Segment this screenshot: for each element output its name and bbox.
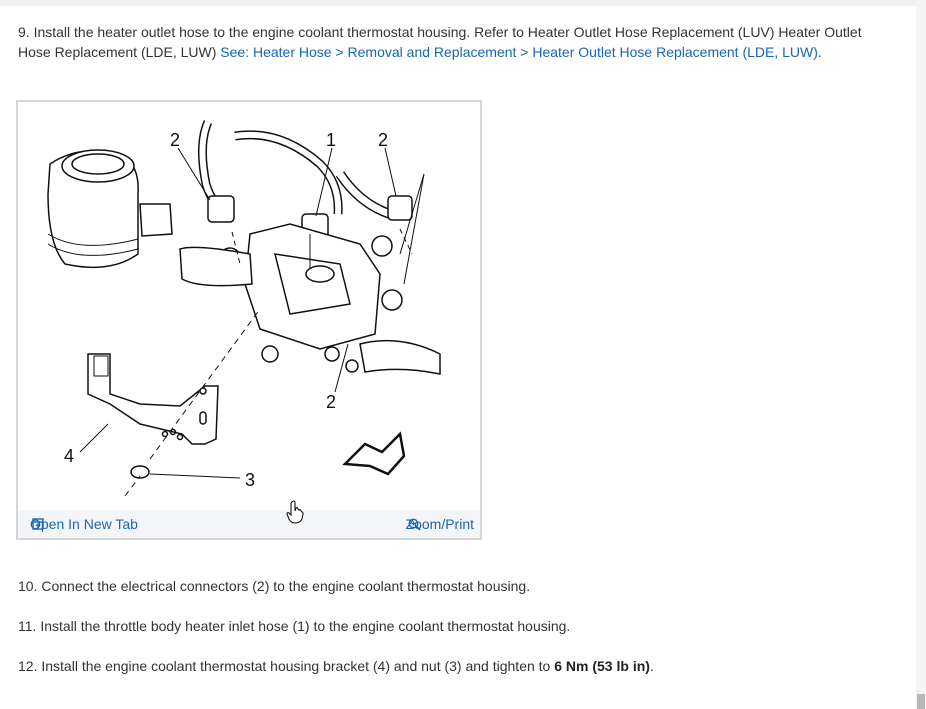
top-bar: [0, 0, 916, 6]
step-9-end: .: [817, 44, 822, 60]
callout-1: 1: [326, 130, 336, 150]
step-12-text: 12. Install the engine coolant thermosta…: [18, 658, 555, 674]
reservoir-cap: [61, 149, 135, 183]
connector-right: [387, 195, 413, 221]
open-new-tab-icon: [32, 518, 44, 530]
thermostat-housing-diagram: 2 1 2 2 4 3: [47, 120, 441, 497]
step-12: 12. Install the engine coolant thermosta…: [18, 658, 654, 674]
heater-hose-link[interactable]: See: Heater Hose > Removal and Replaceme…: [220, 44, 818, 60]
callout-3: 3: [245, 470, 255, 490]
callout-2-left: 2: [170, 130, 180, 150]
coolant-pipe-right: [359, 339, 441, 375]
coolant-pipe-left: [179, 246, 253, 287]
step-9: 9. Install the heater outlet hose to the…: [18, 22, 898, 62]
open-in-new-tab-label: Open In New Tab: [30, 516, 138, 532]
scrollbar[interactable]: [916, 0, 926, 709]
callout-4: 4: [64, 446, 74, 466]
callout-2-bottom: 2: [326, 392, 336, 412]
bracket-nut: [130, 465, 150, 479]
heater-hose-top: [234, 130, 343, 215]
thermostat-housing: [244, 223, 381, 350]
thermostat-bracket: [87, 353, 219, 445]
figure-panel: 2 1 2 2 4 3 Open In New Tab Zoom/Print: [16, 100, 482, 540]
zoom-print-label: Zoom/Print: [405, 516, 474, 532]
torque-spec: 6 Nm (53 lb in): [554, 658, 650, 674]
open-in-new-tab-button[interactable]: Open In New Tab: [30, 516, 138, 532]
hand-cursor-icon: [286, 500, 304, 529]
callout-2-right: 2: [378, 130, 388, 150]
step-9-text: 9. Install the heater outlet hose to the…: [18, 24, 862, 60]
zoom-print-button[interactable]: Zoom/Print: [406, 516, 474, 532]
step-12-end: .: [649, 658, 654, 674]
zoom-icon: [408, 518, 421, 531]
scrollbar-thumb[interactable]: [917, 694, 925, 709]
forward-arrow-icon: [342, 431, 406, 476]
reservoir-cap-inner: [71, 153, 125, 175]
step-10: 10. Connect the electrical connectors (2…: [18, 578, 531, 594]
step-11: 11. Install the throttle body heater inl…: [18, 618, 571, 634]
connector-left: [207, 195, 235, 223]
figure-footer: Open In New Tab Zoom/Print: [18, 510, 480, 538]
